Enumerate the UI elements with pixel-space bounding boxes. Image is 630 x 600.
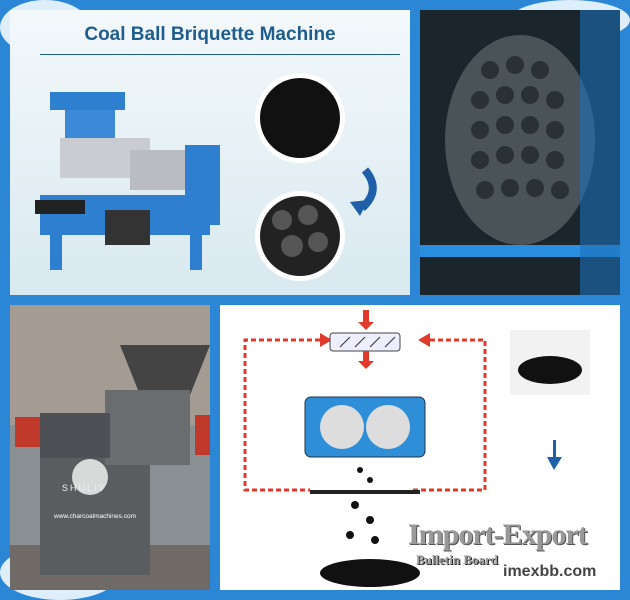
roller-closeup-photo	[420, 10, 620, 295]
brand-name: SHULIY	[62, 483, 107, 493]
machine-photo: SHULIY www.charcoalmachines.com	[10, 305, 210, 590]
brand-logo	[72, 459, 108, 495]
page-title: Coal Ball Briquette Machine	[84, 24, 336, 45]
arrow-down-icon	[547, 457, 562, 470]
watermark: Import-Export Bulletin Board imexbb.com	[408, 510, 608, 590]
brand-url: www.charcoalmachines.com	[54, 513, 137, 520]
watermark-site: imexbb.com	[503, 563, 597, 580]
watermark-subtitle: Bulletin Board	[416, 552, 498, 567]
machine-illustration	[35, 73, 377, 281]
title-divider	[40, 54, 400, 55]
product-illustration-panel: Coal Ball Briquette Machine	[10, 10, 410, 295]
process-diagram: Import-Export Bulletin Board imexbb.com	[220, 305, 620, 590]
watermark-title: Import-Export	[408, 518, 588, 551]
